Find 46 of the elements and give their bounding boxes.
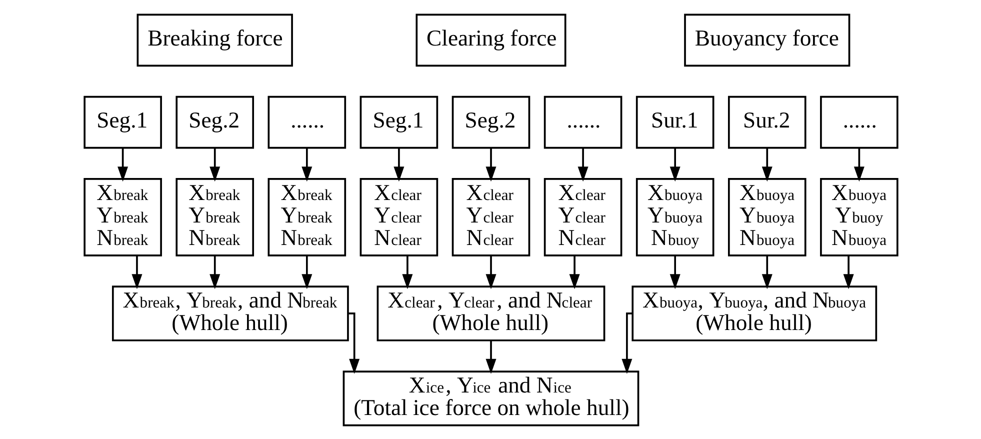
node-box: Xbuoya Ybuoya Nbuoya	[727, 178, 806, 256]
node-box: Xbreak Ybreak Nbreak	[83, 178, 162, 256]
arrow	[485, 340, 496, 374]
arrow	[669, 255, 680, 289]
node-box: Xbuoya, Ybuoya, and Nbuoya (Whole hull)	[631, 285, 877, 341]
node-box: Clearing force	[415, 13, 566, 66]
node-box: ......	[820, 95, 898, 148]
node-box: Xclear Yclear Nclear	[451, 178, 530, 256]
arrow	[209, 255, 220, 289]
arrow	[209, 148, 220, 182]
node-box: Xclear Yclear Nclear	[543, 178, 622, 256]
node-box: Xbuoya Ybuoya Nbuoy	[635, 178, 714, 256]
arrow	[393, 148, 404, 182]
node-box: Sur.1	[635, 95, 714, 148]
node-box: Xbreak Ybreak Nbreak	[175, 178, 254, 256]
node-box: Breaking force	[136, 13, 292, 66]
arrow	[301, 255, 312, 289]
arrow	[131, 255, 142, 289]
arrow	[485, 148, 496, 182]
arrow	[577, 148, 588, 182]
arrow	[568, 255, 580, 289]
arrow	[117, 148, 128, 182]
arrow	[761, 255, 772, 289]
arrow	[402, 255, 412, 289]
node-box: Xbreak Ybreak Nbreak	[267, 178, 346, 256]
node-box: Xclear Yclear Nclear	[359, 178, 438, 256]
node-box: Xbreak, Ybreak, and Nbreak (Whole hull)	[111, 285, 348, 341]
node-box: Xclear, Yclear, and Nclear (Whole hull)	[376, 285, 605, 341]
arrow	[485, 255, 496, 289]
node-box: Seg.1	[359, 95, 438, 148]
node-box: Seg.1	[83, 95, 162, 148]
node-box: Xbuoya Ybuoy Nbuoya	[820, 178, 898, 256]
arrow	[669, 148, 680, 182]
arrow	[621, 312, 632, 374]
node-box: ......	[267, 95, 346, 148]
arrow	[301, 148, 312, 182]
node-box: ......	[543, 95, 622, 148]
node-box: Xice, Yice and Nice (Total ice force on whole hull)	[342, 370, 639, 426]
node-box: Seg.2	[451, 95, 530, 148]
arrow	[761, 148, 772, 182]
node-box: Seg.2	[175, 95, 254, 148]
node-box: Sur.2	[727, 95, 806, 148]
arrow	[842, 255, 854, 289]
arrow	[853, 148, 864, 182]
arrow	[348, 312, 360, 374]
node-box: Buoyancy force	[684, 13, 850, 66]
